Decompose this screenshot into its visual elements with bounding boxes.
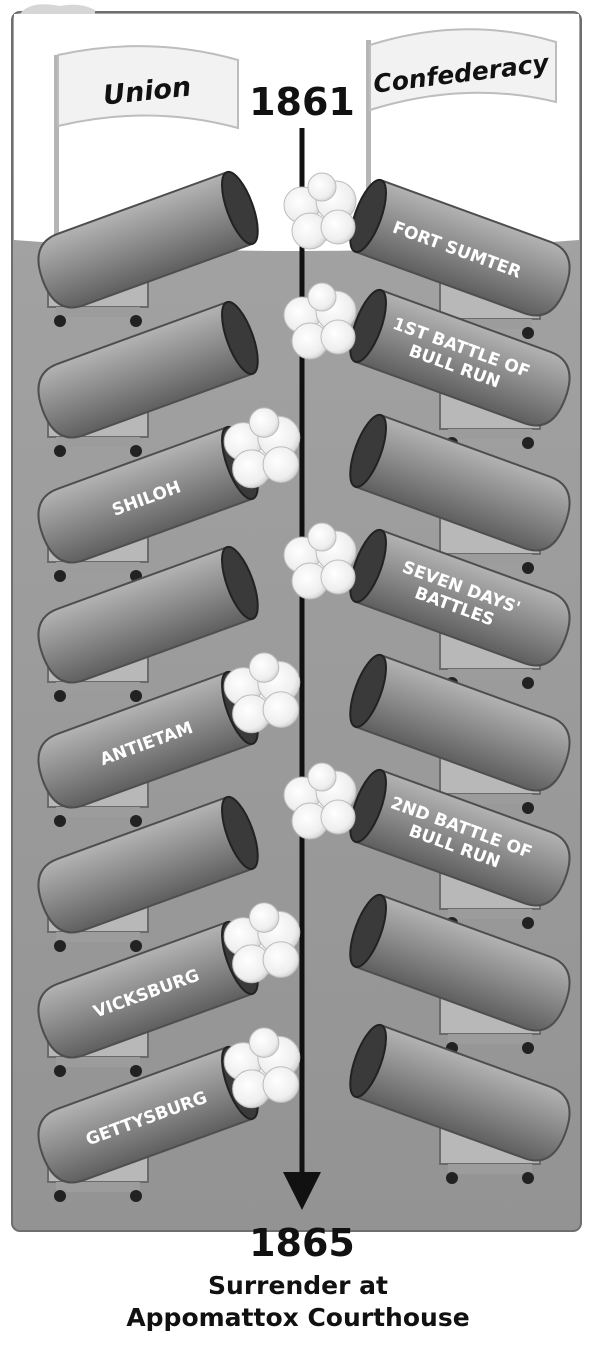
smoke-puff-blob [308,763,336,791]
smoke-puff-blob [263,1067,299,1103]
confederacy-wheel-icon [522,437,534,449]
smoke-puff-blob [308,283,336,311]
union-carriage-base [56,807,140,817]
union-wheel-icon [130,315,142,327]
smoke-puff-blob [263,942,299,978]
union-wheel-icon [54,570,66,582]
smoke-puff-blob [308,523,336,551]
confederacy-carriage-base [448,909,532,919]
start-year: 1861 [249,80,355,124]
outcome-line-1: Surrender at [208,1271,388,1300]
end-year: 1865 [249,1221,355,1265]
union-wheel-icon [54,690,66,702]
union-carriage-base [56,1057,140,1067]
confederacy-wheel-icon [522,917,534,929]
union-wheel-icon [130,1065,142,1077]
smoke-puff-blob [321,210,355,244]
smoke-puff-blob [321,800,355,834]
confederacy-carriage-base [448,1164,532,1174]
smoke-puff-blob [249,408,278,437]
confederacy-wheel-icon [446,1172,458,1184]
union-wheel-icon [130,1190,142,1202]
confederacy-carriage-base [448,669,532,679]
union-carriage-base [56,1182,140,1192]
union-carriage-base [56,682,140,692]
union-carriage-base [56,437,140,447]
confederacy-wheel-icon [522,327,534,339]
confederacy-wheel-icon [522,1042,534,1054]
confederacy-carriage-base [448,429,532,439]
union-wheel-icon [130,690,142,702]
cloud-icon [20,4,95,14]
union-wheel-icon [54,940,66,952]
union-wheel-icon [54,1065,66,1077]
union-wheel-icon [54,1190,66,1202]
smoke-puff-blob [263,692,299,728]
outcome-line-2: Appomattox Courthouse [126,1303,469,1332]
union-wheel-icon [130,940,142,952]
union-wheel-icon [54,815,66,827]
confederacy-wheel-icon [522,677,534,689]
union-carriage-base [56,307,140,317]
union-wheel-icon [54,445,66,457]
smoke-puff-blob [249,903,278,932]
union-wheel-icon [130,445,142,457]
smoke-puff-blob [249,1028,278,1057]
smoke-puff-blob [321,560,355,594]
confederacy-wheel-icon [522,802,534,814]
smoke-puff-blob [263,447,299,483]
smoke-puff-blob [321,320,355,354]
union-carriage-base [56,562,140,572]
smoke-puff-blob [249,653,278,682]
union-wheel-icon [54,315,66,327]
smoke-puff-blob [308,173,336,201]
union-wheel-icon [130,815,142,827]
confederacy-carriage-base [448,1034,532,1044]
confederacy-wheel-icon [522,562,534,574]
confederacy-wheel-icon [522,1172,534,1184]
union-carriage-base [56,932,140,942]
